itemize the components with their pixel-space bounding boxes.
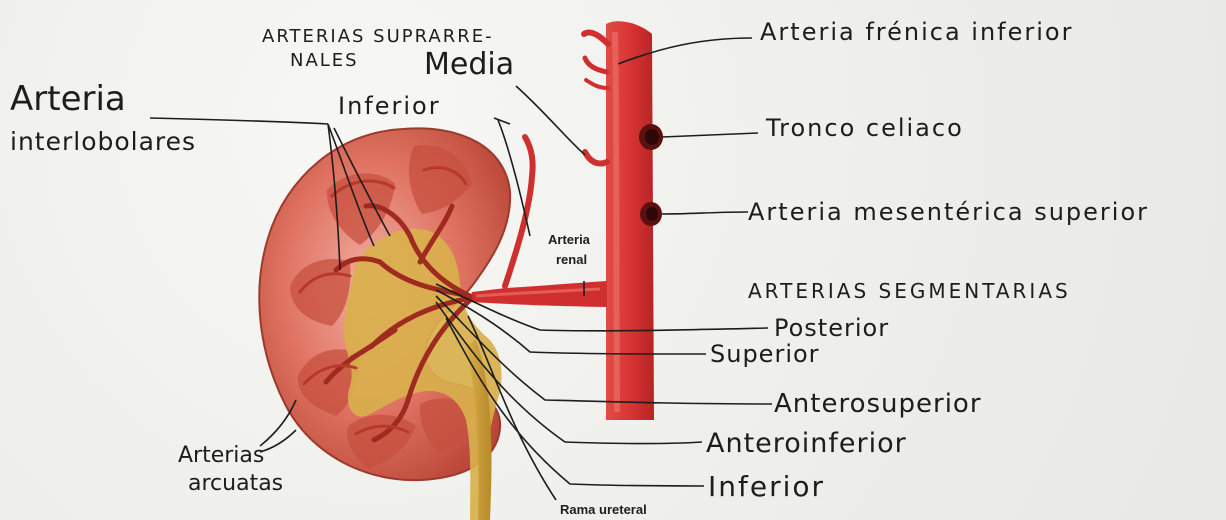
segmentarias-label: ARTERIAS SEGMENTARIAS [748, 279, 1071, 303]
suprarrenales-label-line2: NALES [290, 50, 359, 71]
aorta-highlight [615, 32, 617, 412]
anterosuperior-label: Anterosuperior [774, 389, 982, 419]
media-label: Media [424, 47, 514, 82]
interlobulares-label-line2: interlobolares [10, 127, 196, 156]
arcuatas-label-line2: arcuatas [188, 471, 283, 496]
arcuatas-label-line1: Arterias [178, 443, 264, 468]
media-suprarrenal-artery [585, 152, 607, 164]
frenica-label: Arteria frénica inferior [760, 18, 1073, 46]
posterior-label: Posterior [774, 314, 889, 342]
frenica-branch-3 [586, 80, 608, 88]
suprarrenales-label-line1: ARTERIAS SUPRARRE- [262, 26, 494, 47]
frenica-branch-2 [585, 58, 607, 72]
arteria-renal-label-line2: renal [556, 252, 587, 267]
interlobulares-label-line1: Arteria [10, 79, 126, 119]
rama-ureteral-label: Rama ureteral [560, 502, 647, 517]
superior-label: Superior [710, 340, 820, 368]
inferior-segmental-label: Inferior [708, 470, 825, 503]
tronco-label: Tronco celiaco [765, 114, 964, 142]
frenica-branch [584, 32, 608, 44]
arteria-renal-label-line1: Arteria [548, 232, 591, 247]
mesenterica-label: Arteria mesentérica superior [748, 198, 1149, 226]
tronco-celiaco-inner [645, 129, 659, 145]
anteroinferior-label: Anteroinferior [706, 428, 907, 459]
inferior-suprarrenal-label: Inferior [338, 92, 441, 120]
mesenterica-inner [646, 207, 658, 221]
